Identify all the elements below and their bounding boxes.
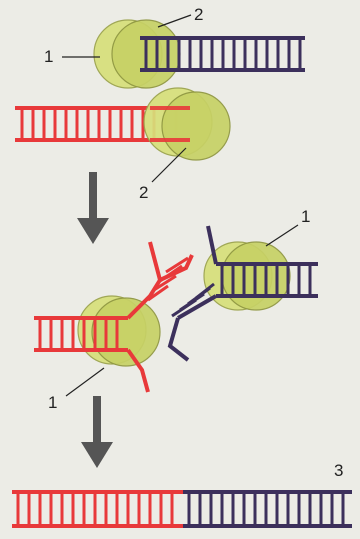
label-1-right: 1 bbox=[301, 207, 310, 226]
label-2-top: 2 bbox=[194, 5, 203, 24]
dna-base-pair bbox=[153, 274, 177, 292]
dna-base-pair bbox=[165, 256, 189, 274]
label-1-top: 1 bbox=[44, 47, 53, 66]
dna-base-pair bbox=[159, 264, 183, 283]
down-arrow-1 bbox=[77, 172, 109, 244]
blue-dna-top bbox=[140, 36, 305, 72]
leader-line-2-top bbox=[157, 14, 192, 28]
label-3-result: 3 bbox=[334, 461, 343, 480]
leader-line-2-bottom bbox=[151, 147, 187, 183]
down-arrow-2 bbox=[81, 396, 113, 468]
joined-dna bbox=[12, 490, 352, 528]
leader-line-1-left bbox=[65, 367, 105, 397]
dna-base-pair bbox=[195, 282, 215, 300]
red-dna-mid bbox=[34, 241, 194, 393]
leader-line-1-right bbox=[265, 224, 299, 247]
label-2-bottom: 2 bbox=[139, 183, 148, 202]
label-1-left: 1 bbox=[48, 393, 57, 412]
ku-protein-left-front bbox=[91, 297, 161, 367]
blue-dna-mid bbox=[167, 225, 318, 362]
ku-protein-mid-front bbox=[161, 91, 231, 161]
dna-base-pair bbox=[147, 284, 169, 302]
